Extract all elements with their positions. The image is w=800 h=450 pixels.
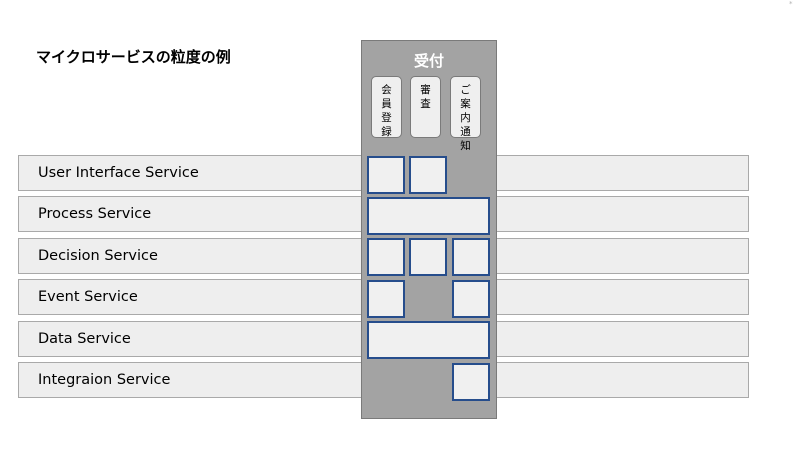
slide-title: マイクロサービスの粒度の例: [36, 48, 231, 66]
service-cell-event-notification: [452, 280, 490, 318]
function-box-screening: 審査: [410, 76, 441, 138]
service-cell-decision-screening: [409, 238, 447, 276]
layer-label: Data Service: [38, 331, 131, 347]
layer-label: Integraion Service: [38, 372, 171, 388]
service-cell-decision-registration: [367, 238, 405, 276]
service-cell-data-shared: [367, 321, 490, 359]
function-label: 審査: [420, 84, 431, 110]
layer-label: Event Service: [38, 289, 138, 305]
service-cell-process-shared: [367, 197, 490, 235]
service-cell-event-registration: [367, 280, 405, 318]
column-title: 受付: [413, 52, 444, 70]
function-label: ご案内通知: [460, 84, 471, 152]
function-box-notification: ご案内通知: [450, 76, 481, 152]
function-box-member-registration: 会員登録: [371, 76, 402, 138]
function-label: 会員登録: [381, 84, 392, 138]
service-cell-decision-notification: [452, 238, 490, 276]
business-column: 受付 会員登録 審査 ご案内通知: [361, 40, 497, 419]
layer-label: User Interface Service: [38, 165, 199, 181]
corner-mark: *: [789, 0, 793, 8]
layer-label: Process Service: [38, 206, 152, 222]
service-cell-ui-screening: [409, 156, 447, 194]
layer-label: Decision Service: [38, 248, 158, 264]
service-cell-ui-registration: [367, 156, 405, 194]
service-cell-integration-notification: [452, 363, 490, 401]
